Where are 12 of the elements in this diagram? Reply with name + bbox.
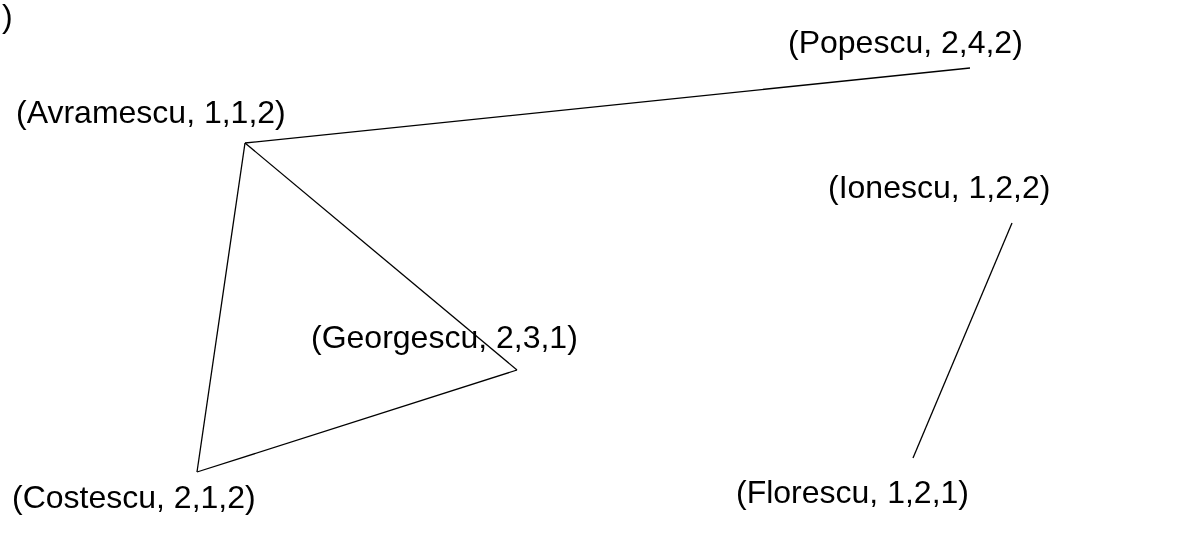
point-label: (Popescu, 2,4,2) [788,23,1023,61]
point-label: (Florescu, 1,2,1) [736,473,969,511]
connector-line [244,142,518,371]
point-label: (Ionescu, 1,2,2) [828,168,1051,206]
point-label: (Costescu, 2,1,2) [12,478,256,516]
connector-line [196,142,246,473]
point-label: (Georgescu, 2,3,1) [311,318,578,356]
connector-line [244,67,971,144]
text-fragment: ) [2,0,13,32]
connector-line [196,369,518,473]
point-label: (Avramescu, 1,1,2) [16,93,286,131]
connector-line [912,222,1013,459]
